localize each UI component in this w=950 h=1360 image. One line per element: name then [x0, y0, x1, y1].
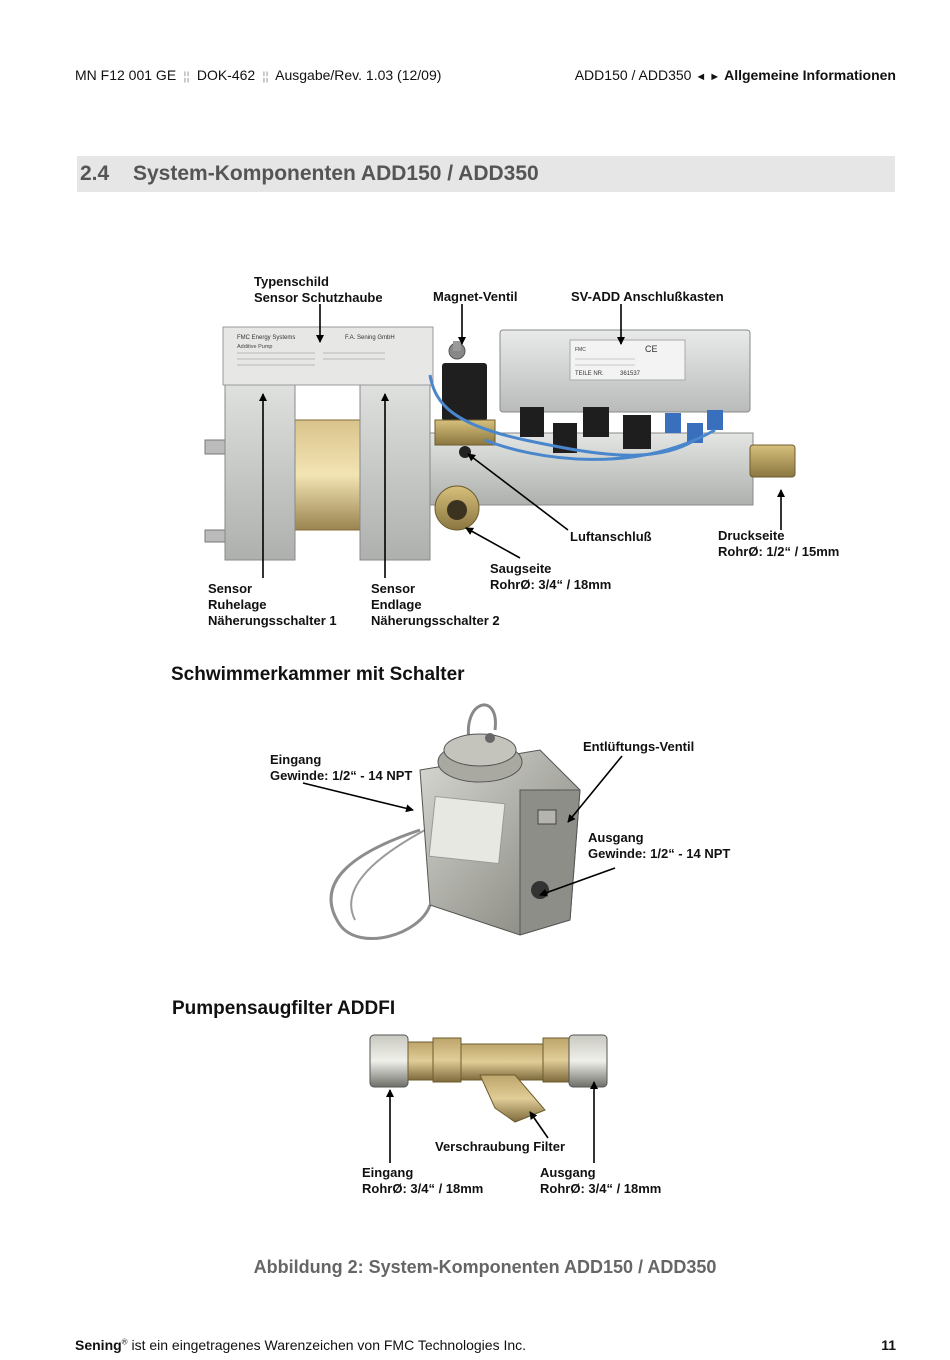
nameplate-cover: [222, 326, 434, 386]
label-filter-ausgang: Ausgang RohrØ: 3/4“ / 18mm: [540, 1165, 662, 1196]
vent-valve: [537, 809, 557, 825]
plate-teile: TEILE NR.: [575, 371, 604, 377]
arrow-fc-ausgang: [539, 867, 616, 897]
arrow-saug: [465, 527, 521, 559]
label-sensor-ruhelage: Sensor Ruhelage Näherungsschalter 1: [208, 581, 337, 628]
label-svadd-box: SV-ADD Anschlußkasten: [571, 289, 724, 304]
label-fc-entlueftung: Entlüftungs-Ventil: [583, 739, 695, 754]
section-title: System-Komponenten ADD150 / ADD350: [133, 162, 539, 185]
arrow-fc-entl: [567, 755, 623, 823]
pump-photo: FMC Energy Systems F.A. Sening GmbH Addi…: [204, 326, 796, 561]
arrow-fc-eingang: [302, 782, 414, 813]
arrow-luft: [467, 453, 569, 531]
float-chamber-photo: [329, 703, 581, 940]
header-right: ADD150 / ADD350 ◄ ► Allgemeine Informati…: [575, 67, 896, 83]
plate-ce: CE: [645, 344, 658, 354]
label-fc-eingang: Eingang Gewinde: 1/2“ - 14 NPT: [270, 752, 413, 783]
footer-text: ist ein eingetragenes Warenzeichen von F…: [127, 1337, 527, 1353]
footer-trademark: Sening® ist ein eingetragenes Warenzeich…: [75, 1337, 526, 1353]
plate-maker: F.A. Sening GmbH: [345, 335, 395, 341]
header-arrows: ◄ ►: [695, 71, 721, 83]
float-chamber-heading: Schwimmerkammer mit Schalter: [171, 664, 465, 685]
label-magnet-ventil: Magnet-Ventil: [433, 289, 518, 304]
header-doc-id: MN F12 001 GE: [75, 67, 177, 83]
suction-filter-heading: Pumpensaugfilter ADDFI: [172, 998, 396, 1019]
suction-filter-photo: [369, 1034, 608, 1123]
header-left: MN F12 001 GE ¦¦ DOK-462 ¦¦ Ausgabe/Rev.…: [75, 67, 441, 83]
header-revision: Ausgabe/Rev. 1.03 (12/09): [275, 67, 442, 83]
header-product: ADD150 / ADD350: [574, 67, 692, 83]
arrow-filter-verschraubung: [529, 1111, 549, 1139]
label-verschraubung-filter: Verschraubung Filter: [435, 1139, 566, 1154]
footer-registered: ®: [121, 1337, 128, 1347]
solenoid-coil: [442, 363, 487, 421]
plate-teile-nr: 361537: [620, 371, 641, 377]
figure1-arrows: [259, 304, 785, 578]
footer-brand: Sening: [75, 1337, 122, 1353]
svg-text:FMC: FMC: [575, 347, 586, 353]
page-number: 11: [881, 1337, 896, 1353]
sensor-housing-right: [359, 364, 431, 561]
header-section: Allgemeine Informationen: [724, 67, 896, 83]
figure3-arrows: [386, 1081, 598, 1163]
section-heading-bar: 2.4 System-Komponenten ADD150 / ADD350: [77, 156, 895, 192]
section-number: 2.4: [80, 162, 110, 185]
header-separator: ¦¦: [180, 69, 193, 83]
plate-brand: FMC Energy Systems: [237, 335, 295, 341]
label-fc-ausgang: Ausgang Gewinde: 1/2“ - 14 NPT: [588, 830, 731, 861]
label-filter-eingang: Eingang RohrØ: 3/4“ / 18mm: [362, 1165, 484, 1196]
filter-outlet-nut: [568, 1034, 608, 1088]
header-separator: ¦¦: [259, 69, 272, 83]
label-luftanschluss: Luftanschluß: [570, 529, 652, 544]
discharge-fitting: [749, 444, 796, 478]
label-sensor-endlage: Sensor Endlage Näherungsschalter 2: [371, 581, 500, 628]
header-dok: DOK-462: [196, 67, 256, 83]
label-typenschild: Typenschild Sensor Schutzhaube: [254, 274, 383, 305]
label-saugseite: Saugseite RohrØ: 3/4“ / 18mm: [490, 561, 612, 592]
label-druckseite: Druckseite RohrØ: 1/2“ / 15mm: [718, 528, 840, 559]
plate-product: Additive Pump: [237, 344, 272, 350]
figure-caption: Abbildung 2: System-Komponenten ADD150 /…: [253, 1257, 717, 1277]
figure2-arrows: [302, 755, 623, 897]
